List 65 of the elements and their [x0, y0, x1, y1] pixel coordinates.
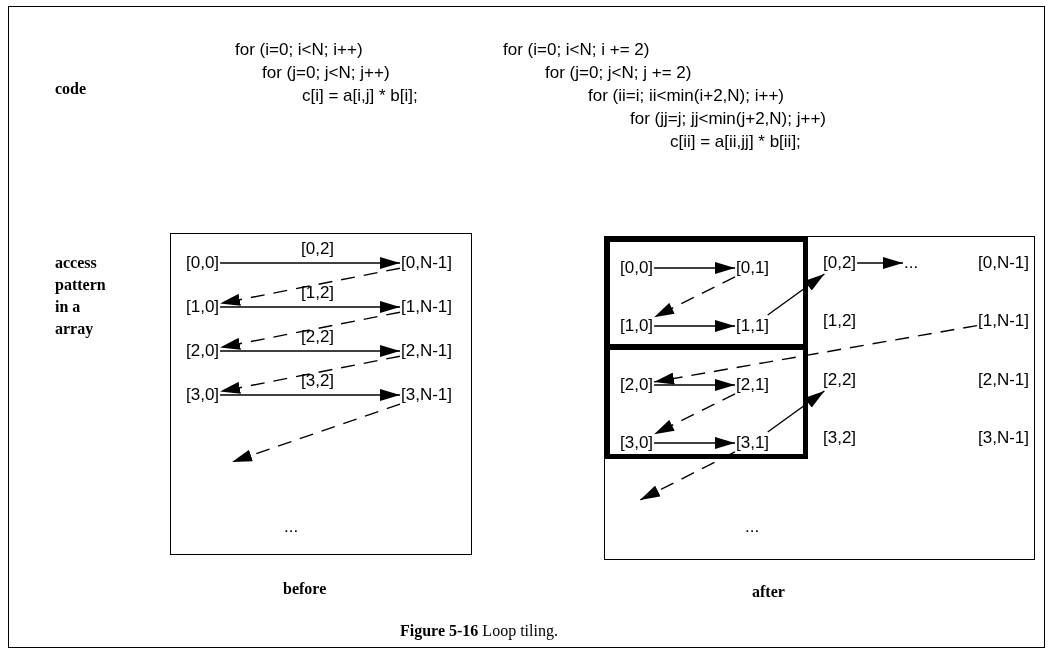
dashed-arrow — [219, 267, 401, 306]
arrow — [767, 273, 826, 316]
index-label: [0,N-1] — [401, 253, 453, 273]
arrow — [653, 320, 736, 332]
index-label: [1,N-1] — [401, 297, 453, 317]
arrow — [219, 389, 401, 401]
code-line: for (j=0; j<N; j++) — [262, 63, 390, 83]
index-label: [0,1] — [736, 258, 770, 278]
index-label: [0,0] — [620, 258, 654, 278]
index-label: [2,2] — [301, 327, 335, 347]
arrow — [767, 390, 826, 433]
index-label: [3,N-1] — [978, 428, 1030, 448]
arrow — [219, 257, 401, 269]
arrow — [653, 437, 736, 449]
arrow — [219, 345, 401, 357]
array-outline — [170, 233, 472, 555]
index-label: [3,0] — [620, 433, 654, 453]
dashed-arrow — [639, 451, 736, 501]
index-label: [0,0] — [186, 253, 220, 273]
code-line: for (ii=i; ii<min(i+2,N); i++) — [588, 86, 785, 106]
array-caption: after — [752, 582, 785, 602]
index-label: [2,N-1] — [978, 370, 1030, 390]
code-line: for (jj=j; jj<min(j+2,N); j++) — [630, 109, 827, 129]
index-label: [2,0] — [186, 341, 220, 361]
array-outline — [604, 236, 1035, 560]
code-line: c[i] = a[i,j] * b[i]; — [302, 86, 418, 106]
index-label: ... — [904, 253, 919, 273]
arrow — [219, 301, 401, 313]
arrow — [653, 379, 736, 391]
array-caption: before — [283, 579, 327, 599]
row-heading: code — [55, 79, 87, 99]
index-label: [0,2] — [301, 239, 335, 259]
code-line: for (j=0; j<N; j += 2) — [545, 63, 692, 83]
arrow — [653, 262, 736, 274]
row-heading: access pattern in a array — [55, 253, 107, 340]
dashed-arrow — [219, 355, 401, 394]
code-line: for (i=0; i<N; i++) — [235, 40, 363, 60]
index-label: [1,2] — [301, 283, 335, 303]
index-label: [1,N-1] — [978, 311, 1030, 331]
index-label: [3,2] — [823, 428, 857, 448]
index-label: [3,0] — [186, 385, 220, 405]
arrow — [856, 257, 904, 269]
index-label: [2,2] — [823, 370, 857, 390]
index-label: [3,2] — [301, 371, 335, 391]
figure-caption: Figure 5-16 Loop tiling. — [400, 622, 558, 640]
ellipsis-text: ... — [745, 517, 760, 537]
index-label: [3,N-1] — [401, 385, 453, 405]
dashed-arrow — [653, 276, 736, 318]
dashed-arrow — [219, 311, 401, 350]
index-label: [2,N-1] — [401, 341, 453, 361]
dashed-arrow — [653, 324, 978, 385]
index-label: [1,1] — [736, 316, 770, 336]
index-label: [1,0] — [620, 316, 654, 336]
index-label: [1,0] — [186, 297, 220, 317]
index-label: [0,N-1] — [978, 253, 1030, 273]
index-label: [2,1] — [736, 375, 770, 395]
dashed-arrow — [653, 393, 736, 435]
index-label: [1,2] — [823, 311, 857, 331]
dashed-arrow — [231, 403, 401, 463]
code-line: c[ii] = a[ii,jj] * b[ii]; — [670, 132, 801, 152]
ellipsis-text: ... — [284, 517, 299, 537]
index-label: [0,2] — [823, 253, 857, 273]
index-label: [2,0] — [620, 375, 654, 395]
index-label: [3,1] — [736, 433, 770, 453]
code-line: for (i=0; i<N; i += 2) — [503, 40, 650, 60]
